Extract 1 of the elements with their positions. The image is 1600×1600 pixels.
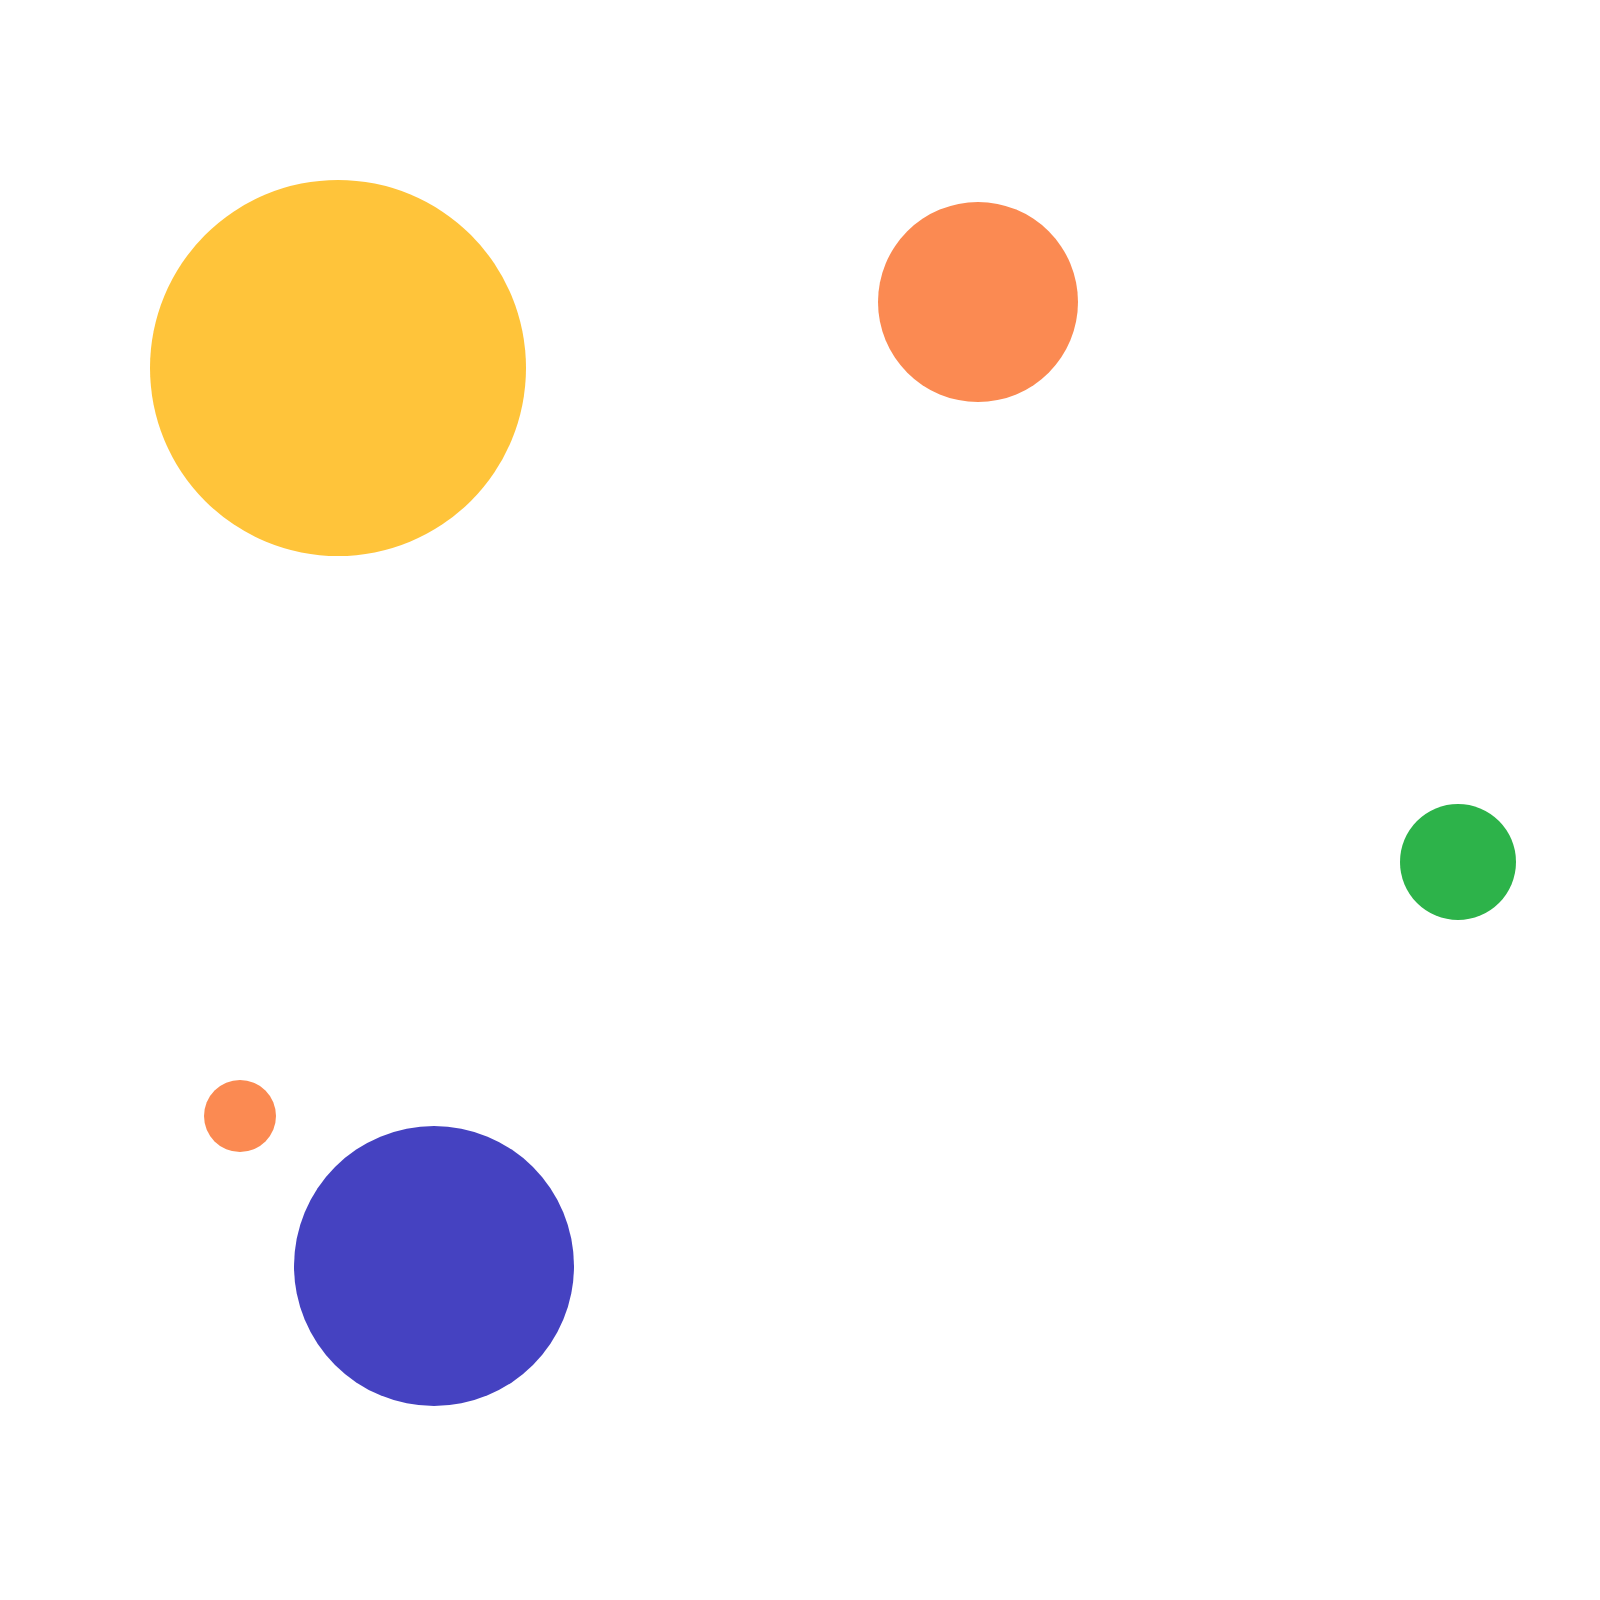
circle <box>204 1080 276 1152</box>
